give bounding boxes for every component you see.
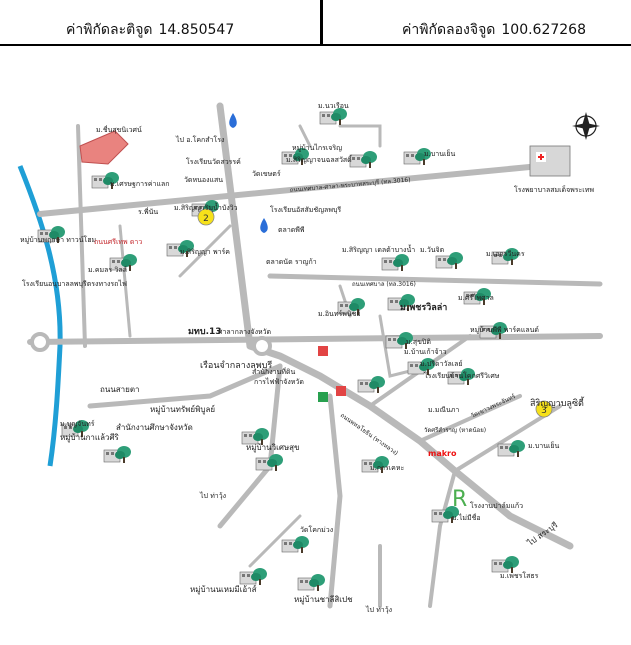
label-kp-market: วัดศรีสำราญ (หาดน้อย)	[424, 426, 486, 434]
label-m-settakan: ม.เศรษฐการค่าแลก	[110, 180, 170, 188]
label-m-pri: ม.ปรีดาวัลเลย์	[420, 360, 463, 368]
label-ban-sirin: หมู่บ้านทรัพย์พิบูลย์	[150, 404, 215, 415]
label-m-gardenhill: ม.บุญจันทร์	[60, 420, 95, 428]
location-marker-2: 2	[197, 208, 215, 226]
label-ban-na: โรงงานปาล์มแก้ว	[470, 501, 523, 510]
label-rp-pun: ร.พี่นัน	[138, 207, 158, 216]
latitude-readout: ค่าพิกัดละติจูด 14.850547	[60, 19, 234, 41]
label-m-karnkha: ม.การเคหะ	[370, 464, 404, 472]
label-nawin: ม.นวเรือน	[318, 102, 349, 110]
fuel-station-icon	[260, 218, 268, 233]
landmark-icon	[336, 386, 346, 396]
hospital-icon	[529, 145, 571, 177]
label-pp-market: ตลาดพีพี	[278, 226, 305, 234]
label-moo-ban-sila: หมู่บ้านกาแล้วศีริ	[60, 433, 120, 443]
label-moo-ban-park: หมู่บ้านพีพี พาร์คแลนด์	[470, 326, 539, 334]
label-thanon-sai-ta: ถนนสายตา	[100, 385, 140, 394]
label-moo-ban-kraijareon: หมู่บ้านไกรเจริญ	[292, 143, 342, 152]
label-wat-khokmuang: วัดโคกม่วง	[300, 525, 333, 534]
label-m-ekamon: ม.เอกรวีนคร	[486, 250, 525, 258]
label-m-ban-pa: ม.บานเย็น	[424, 149, 455, 158]
landmark-icon	[318, 392, 328, 402]
label-m-banyen: ม.บานเย็น	[528, 441, 559, 450]
compass-icon	[572, 112, 600, 140]
label-sirinya-jaisawasdi: ม.สิริญญาจนฉลสวัสดิ์	[286, 154, 353, 164]
label-m-mani: ม.มณีนภา	[428, 406, 459, 414]
svg-text:2: 2	[203, 214, 209, 224]
residence-logo: R	[452, 487, 467, 512]
label-ban-wiset: หมู่บ้านวิเศษสุข	[246, 443, 300, 453]
location-map: 2 3 R ม.ชื่นสุขนิเวศน์ ม.นวเรือน ไป อ.โค…	[17, 102, 603, 614]
label-road-3016: ถนนเทศบาล-ศาลา-พระบาทสระบุรี (ทล.3016)	[289, 175, 410, 194]
label-wat-huai: วัดเขาวงพระจันทร์	[469, 392, 517, 420]
label-sirinya-delta: ม.สิริญญา เดลต้าบางน้ำ	[342, 243, 415, 254]
label-education-office: สำนักงานศึกษาจังหวัด	[116, 423, 193, 432]
label-chaloem: เรือนจำกลางลพบุรี	[200, 360, 272, 371]
latitude-label: ค่าพิกัดละติจูด	[66, 22, 153, 38]
label-road-3016b: ถนนเทศบาล (ทล.3016)	[352, 281, 416, 288]
label-school-anusit: โรงเรียนอัสสัมชัญลพบุรี	[270, 205, 341, 214]
label-m-supicha: ม.สุขปิติ	[406, 338, 431, 346]
label-wat-kasat: วัดเขษตร์	[252, 170, 281, 178]
longitude-readout: ค่าพิกัดลองจิจูด 100.627268	[396, 19, 586, 41]
label-m-kamala-villa: ม.คมลร วิลล์	[88, 266, 127, 274]
label-sirinya-lakeside: สิริญญาบลูซิตี้	[530, 396, 585, 409]
label-pai-tha-rua-2: ไป ท่าวุ้ง	[365, 605, 392, 614]
header-divider	[320, 0, 323, 44]
roundabout-center	[252, 336, 272, 356]
label-mahab-13: มทบ.13	[188, 327, 222, 337]
label-sala-jangwat: ศาลากลางจังหวัด	[218, 328, 271, 336]
label-market-ranka: ตลาดนัด ราญก้า	[266, 258, 317, 266]
roundabout-west	[30, 332, 50, 352]
label-office-land: สำนักงานที่ดิน	[252, 367, 296, 376]
label-pai-khok-samrong: ไป อ.โคกสำโรง	[175, 135, 224, 144]
label-sirinya-park: ม.สิริญญา พาร์ค	[180, 248, 230, 256]
latitude-value: 14.850547	[158, 22, 235, 38]
longitude-value: 100.627268	[501, 22, 586, 38]
label-m-pachara: ม.พชรวิลล่า	[400, 302, 447, 313]
longitude-label: ค่าพิกัดลองจิจูด	[402, 22, 496, 38]
coordinate-header: ค่าพิกัดละติจูด 14.850547 ค่าพิกัดลองจิจู…	[0, 0, 631, 46]
label-sirinya-riverside: ม.สิริญญาริมน้ำบังวิว	[174, 201, 238, 212]
landmark-icon	[318, 346, 328, 356]
label-school-sawat: โรงเรียนวัดสวรรค์	[186, 157, 241, 166]
label-chuen-suk: ม.ชื่นสุขนิเวศน์	[96, 125, 142, 134]
label-m-petchlai: ม.เพชรโสธร	[500, 571, 539, 580]
location-marker-3: 3	[535, 400, 553, 418]
label-pai-tha-rua: ไป ท่าวุ้ง	[199, 491, 226, 500]
label-m-inpanit: ม.อินทร์พนิชย์	[318, 310, 360, 318]
label-m-wanjit: ม.วันจิต	[420, 246, 445, 254]
label-ban-sri-sa: หมู่บ้านชาลีสิเปช	[294, 595, 353, 605]
label-moo-ban-pruksa: หมู่บ้านพฤกษา ทาวน์โฮม	[20, 235, 96, 244]
river	[17, 165, 63, 467]
label-school-ban-khok: โรงเรียนบ้านโคกศรีวิเศษ	[424, 371, 500, 380]
label-m-sriphrai: ม.ศรีไพศาล	[458, 293, 494, 302]
label-power-office: การไฟฟ้าจังหวัด	[254, 377, 304, 386]
label-ban-nok: หมู่บ้านนเหมมีเอ้าส์	[190, 584, 257, 595]
label-m-mimi: ม.ไม่มีชื่อ	[452, 513, 481, 522]
svg-text:3: 3	[541, 406, 547, 416]
label-makro: makro	[428, 449, 457, 458]
chuen-suk-zone	[79, 130, 129, 165]
label-hospital: โรงพยาบาลสมเด็จพระเทพ	[514, 185, 594, 194]
label-wat-sanam: วัดหนองแสน	[184, 176, 223, 184]
label-m-kanthan: ม.บ้านเก้าจ้าว	[404, 348, 447, 356]
road-network	[27, 102, 603, 609]
label-school-saitrang: โรงเรียนอนุบาลลพบุรีตรงทางรถไฟ	[22, 279, 127, 288]
header-underline	[0, 44, 631, 46]
label-thanon-sritep: ถนนศรีเทพ ดาว	[94, 238, 142, 246]
fuel-station-icon	[229, 113, 237, 128]
